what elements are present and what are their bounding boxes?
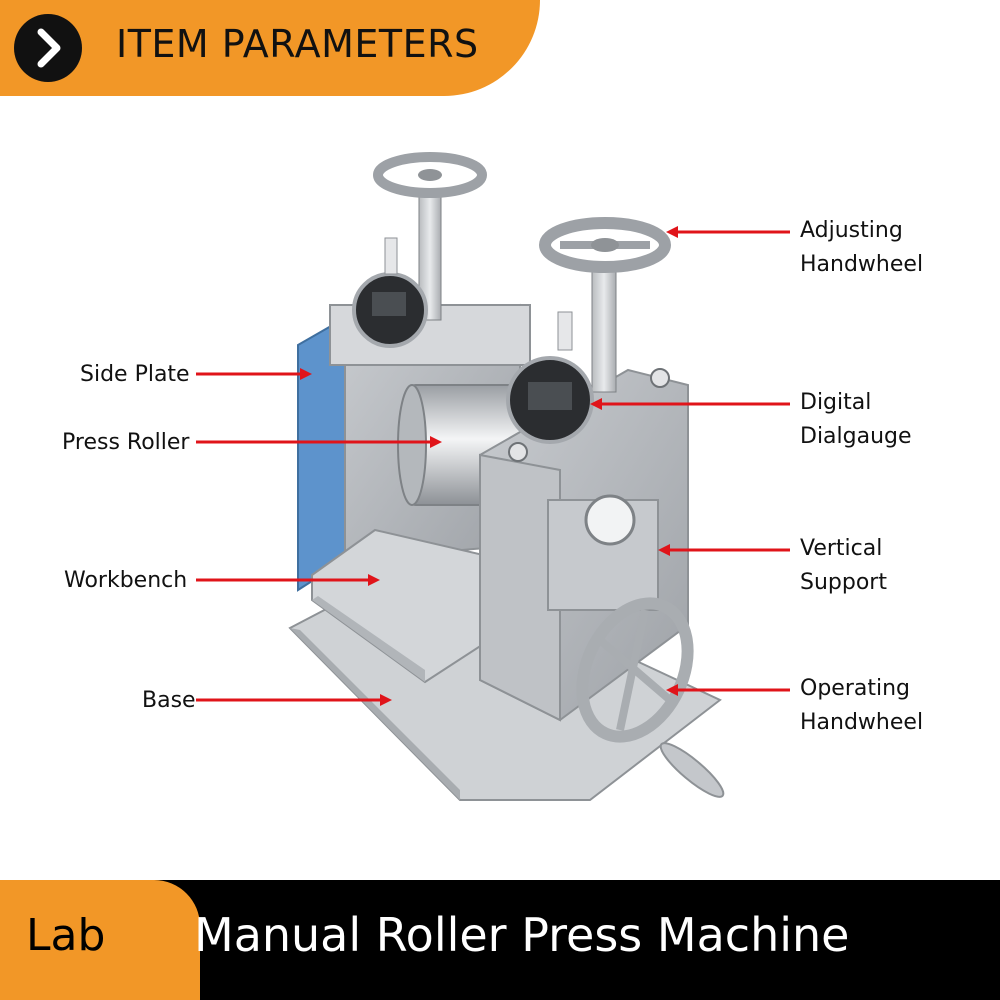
label-workbench: Workbench xyxy=(64,568,188,593)
header-banner xyxy=(0,0,540,96)
product-title: Manual Roller Press Machine xyxy=(194,908,850,962)
chevron-right-icon xyxy=(14,14,82,82)
label-operating-handwheel: Operating Handwheel xyxy=(800,672,923,740)
label-line: Adjusting xyxy=(800,218,903,243)
label-adjusting-handwheel: Adjusting Handwheel xyxy=(800,214,923,282)
footer-badge-bg xyxy=(0,880,200,1000)
label-line: Digital xyxy=(800,390,872,415)
label-base: Base xyxy=(142,688,196,713)
page-title: ITEM PARAMETERS xyxy=(116,22,479,66)
label-line: Dialgauge xyxy=(800,424,912,449)
label-digital-dialgauge: Digital Dialgauge xyxy=(800,386,912,454)
label-line: Vertical xyxy=(800,536,883,561)
product-image xyxy=(196,152,790,801)
label-vertical-support: Vertical Support xyxy=(800,532,887,600)
label-side-plate: Side Plate xyxy=(80,362,190,387)
label-line: Handwheel xyxy=(800,710,924,735)
label-line: Support xyxy=(800,570,887,595)
label-line: Handwheel xyxy=(800,252,924,277)
label-press-roller: Press Roller xyxy=(62,430,190,455)
footer-badge: Lab xyxy=(26,910,106,961)
label-line: Operating xyxy=(800,676,910,701)
